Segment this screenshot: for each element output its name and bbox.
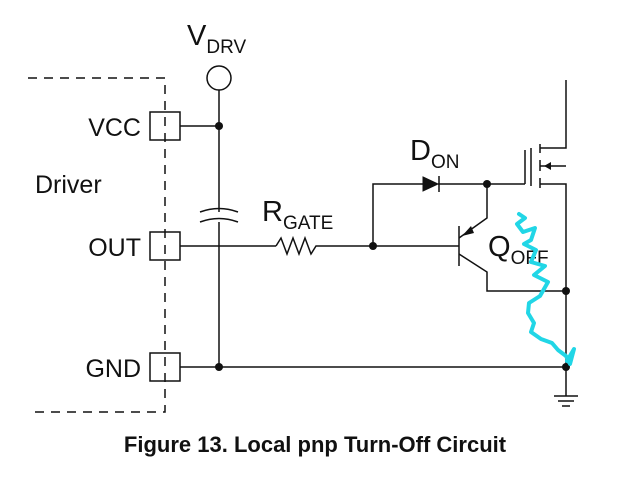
vdrv-label: VDRV (187, 20, 246, 58)
vcc-label: VCC (88, 114, 141, 142)
vcc-wire (180, 90, 220, 212)
mosfet-body-arrow (544, 162, 551, 170)
diode-wire (372, 183, 525, 246)
out-label: OUT (88, 234, 141, 262)
rgate-label: RGATE (262, 196, 333, 234)
ground-rail (180, 366, 567, 396)
pnp-emitter (458, 184, 488, 239)
mosfet-gate (524, 148, 532, 186)
mosfet-drain (540, 80, 567, 149)
vcc-node (215, 122, 223, 130)
gate-resistor (275, 235, 373, 257)
driver-box (28, 77, 166, 413)
annotation-scribble (515, 212, 576, 366)
emitter-arrow (462, 226, 474, 236)
figure-caption: Figure 13. Local pnp Turn-Off Circuit (123, 432, 507, 457)
ground-symbol (554, 395, 578, 407)
supply-terminal (206, 65, 232, 91)
bypass-capacitor (199, 207, 239, 223)
gnd-node-right (562, 363, 570, 371)
gnd-node-left (215, 363, 223, 371)
pnp-collector (458, 253, 566, 292)
diode-don (422, 176, 440, 192)
gnd-label: GND (85, 355, 141, 383)
don-label: DON (410, 135, 459, 173)
driver-label: Driver (35, 171, 102, 199)
